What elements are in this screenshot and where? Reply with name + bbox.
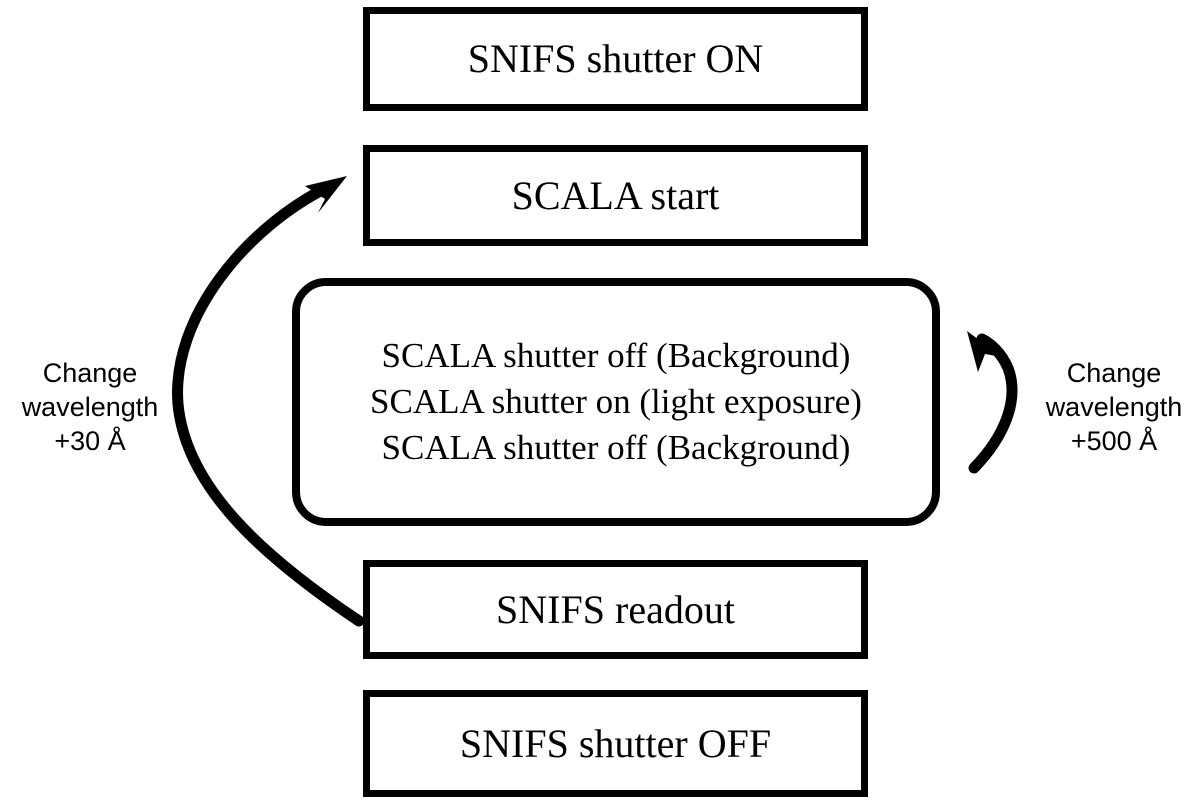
node-scala-start-label: SCALA start [511, 172, 720, 218]
node-snifs-readout-label: SNIFS readout [496, 586, 735, 632]
annotation-right-line-1: Change [1066, 358, 1162, 388]
outer-loop-arrowhead [305, 176, 347, 213]
loop-line-light-exposure: SCALA shutter on (light exposure) [370, 381, 862, 421]
annotation-change-wavelength-30: Change wavelength +30 Å [6, 357, 174, 458]
annotation-right-line-2: wavelength [1045, 391, 1183, 422]
node-snifs-shutter-off: SNIFS shutter OFF [363, 690, 868, 797]
inner-loop-arrow [967, 331, 1018, 474]
node-snifs-shutter-on-label: SNIFS shutter ON [467, 36, 764, 81]
loop-line-background-2: SCALA shutter off (Background) [381, 428, 851, 468]
node-scala-start: SCALA start [363, 145, 868, 246]
inner-loop-arrowhead [967, 331, 1002, 372]
annotation-right-line-3: +500 Å [1070, 425, 1158, 456]
node-snifs-readout: SNIFS readout [363, 560, 868, 659]
node-snifs-shutter-on: SNIFS shutter ON [363, 7, 868, 111]
node-snifs-shutter-off-label: SNIFS shutter OFF [459, 720, 772, 766]
loop-line-background-1: SCALA shutter off (Background) [381, 335, 851, 375]
annotation-left-line-2: wavelength [21, 391, 159, 422]
annotation-change-wavelength-500: Change wavelength +500 Å [1030, 357, 1198, 458]
annotation-left-line-3: +30 Å [54, 425, 126, 456]
annotation-left-line-1: Change [42, 358, 138, 388]
node-scala-loop: SCALA shutter off (Background) SCALA shu… [292, 278, 940, 526]
